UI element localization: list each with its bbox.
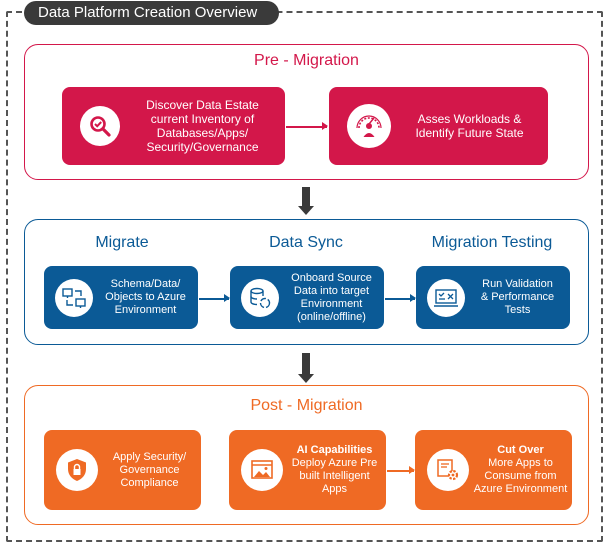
schema-data-objects-text: Schema/Data/ Objects to Azure Environmen… — [105, 278, 186, 316]
outer-frame — [6, 11, 603, 542]
onboard-source-data-card[interactable]: Onboard Source Data into target Environm… — [230, 266, 384, 329]
down-arrow-1 — [298, 187, 314, 215]
pre-migration-title: Pre - Migration — [254, 52, 359, 69]
ai-capabilities-heading: AI Capabilities — [296, 444, 373, 456]
security-shield-icon — [56, 449, 98, 491]
migrate-title: Migrate — [95, 234, 149, 251]
cut-over-card[interactable]: Cut Over More Apps to Consume from Azure… — [415, 430, 572, 510]
apply-security-text: Apply Security/ Governance Compliance — [112, 450, 187, 489]
down-arrow-2 — [298, 353, 314, 383]
onboard-source-data-text: Onboard Source Data into target Environm… — [291, 271, 372, 323]
ai-capabilities-text: AI Capabilities Deploy Azure Pre built I… — [283, 444, 386, 496]
discover-data-estate-text: Discover Data Estate current Inventory o… — [146, 98, 259, 154]
computers-sync-icon — [55, 278, 93, 317]
ai-capabilities-card[interactable]: AI Capabilities Deploy Azure Pre built I… — [229, 430, 386, 510]
run-validation-card[interactable]: Run Validation & Performance Tests — [416, 266, 570, 329]
run-validation-text: Run Validation & Performance Tests — [480, 278, 555, 316]
pre-arrow — [286, 123, 328, 129]
schema-data-objects-card[interactable]: Schema/Data/ Objects to Azure Environmen… — [44, 266, 198, 329]
app-window-icon — [241, 449, 283, 491]
migrate-arrow-2 — [385, 295, 416, 301]
post-migration-title: Post - Migration — [250, 397, 363, 414]
assess-workloads-text: Asses Workloads & Identify Future State — [415, 112, 524, 140]
assess-workloads-card[interactable]: Asses Workloads & Identify Future State — [329, 87, 548, 165]
database-sync-icon — [241, 278, 279, 317]
data-sync-title: Data Sync — [269, 234, 343, 251]
migrate-arrow-1 — [199, 295, 230, 301]
apply-security-card[interactable]: Apply Security/ Governance Compliance — [44, 430, 201, 510]
migration-testing-title: Migration Testing — [431, 234, 553, 251]
discover-data-estate-card[interactable]: Discover Data Estate current Inventory o… — [62, 87, 285, 165]
assessment-gauge-icon — [347, 104, 391, 148]
cut-over-heading: Cut Over — [497, 444, 544, 456]
magnifier-icon — [80, 106, 120, 146]
test-monitor-icon — [427, 278, 465, 317]
page-title: Data Platform Creation Overview — [24, 1, 280, 25]
post-arrow — [387, 467, 415, 473]
cut-over-text: Cut Over More Apps to Consume from Azure… — [469, 444, 572, 496]
apps-settings-icon — [427, 449, 469, 491]
